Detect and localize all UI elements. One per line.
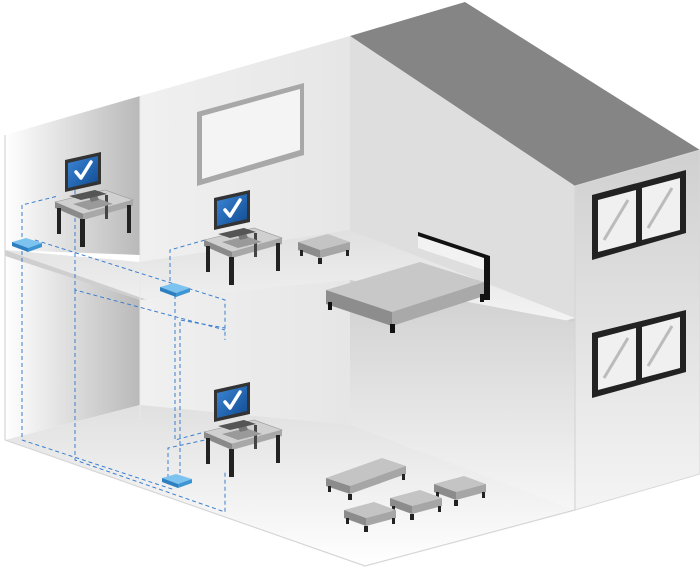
gable-wall-inner <box>350 36 575 318</box>
side-wall-lower <box>350 280 575 510</box>
network-cables <box>21 190 226 513</box>
window-icon <box>592 170 686 260</box>
lower-floor <box>5 405 575 566</box>
house-outline <box>4 135 576 567</box>
picture-frame-icon <box>197 83 304 186</box>
roof <box>350 2 700 186</box>
back-wall-lower <box>140 280 350 430</box>
window-icon <box>592 310 686 398</box>
bed-icon <box>326 232 490 333</box>
left-back-wall-lower <box>5 256 140 440</box>
bench-icon <box>326 458 406 500</box>
